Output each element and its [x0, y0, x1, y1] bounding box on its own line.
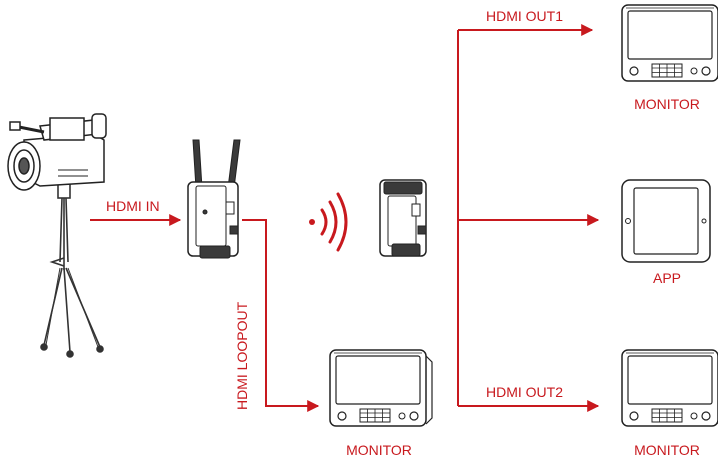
tablet-icon — [621, 179, 711, 263]
monitor-icon — [329, 349, 433, 427]
wireless-signal-icon — [309, 192, 348, 252]
hdmi-out2-label: HDMI OUT2 — [486, 384, 563, 400]
app-caption: APP — [652, 270, 681, 286]
monitor-bottom-right-caption: MONITOR — [634, 442, 700, 458]
monitor-icon — [621, 4, 718, 82]
monitor-loop-caption: MONITOR — [346, 442, 412, 458]
signal-lines — [90, 24, 600, 412]
receiver-icon — [379, 179, 427, 257]
transmitter-icon — [187, 139, 241, 259]
camcorder-icon — [7, 113, 107, 191]
hdmi-out1-label: HDMI OUT1 — [486, 8, 563, 24]
monitor-top-caption: MONITOR — [634, 96, 700, 112]
hdmi-loopout-label: HDMI LOOPOUT — [234, 301, 250, 410]
hdmi-in-label: HDMI IN — [106, 198, 160, 214]
tripod-icon — [40, 183, 104, 358]
loopout-line — [242, 219, 320, 412]
monitor-icon — [621, 349, 718, 427]
